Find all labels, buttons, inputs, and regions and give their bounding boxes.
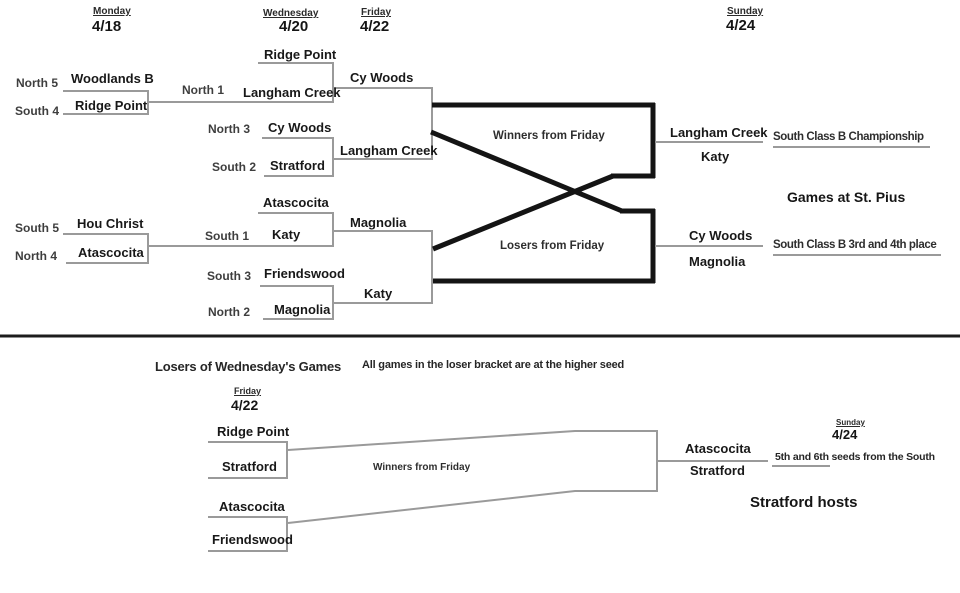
team-cy-woods-wednesday: Cy Woods (268, 120, 332, 135)
team-stratford-loser: Stratford (222, 459, 277, 474)
header-wednesday-date: 4/20 (279, 18, 309, 35)
note-stratford-hosts: Stratford hosts (750, 494, 858, 511)
label-losers-from-friday: Losers from Friday (500, 240, 605, 252)
team-katy-wednesday: Katy (272, 227, 301, 242)
seed-north-2: North 2 (208, 305, 250, 319)
seed-north-1: North 1 (182, 83, 224, 97)
team-atascocita-loser: Atascocita (219, 499, 285, 514)
monday-game-2-bracket (63, 233, 333, 264)
team-langham-creek-wednesday: Langham Creek (243, 85, 341, 100)
team-katy-sunday: Katy (701, 149, 730, 164)
team-atascocita-wednesday: Atascocita (263, 195, 329, 210)
team-ridge-point-wednesday: Ridge Point (264, 47, 337, 62)
label-winners-from-friday: Winners from Friday (493, 130, 605, 142)
header-monday-day: Monday (93, 6, 131, 17)
team-langham-creek-friday: Langham Creek (340, 143, 438, 158)
header-friday-date: 4/22 (360, 18, 390, 35)
title-third-fourth-place: South Class B 3rd and 4th place (773, 239, 937, 251)
header-sunday-date: 4/24 (726, 17, 756, 34)
team-langham-creek-sunday: Langham Creek (670, 125, 768, 140)
header-friday-day: Friday (361, 7, 392, 18)
team-ridge-point-monday: Ridge Point (75, 98, 148, 113)
wednesday-game-1-bracket (258, 62, 432, 103)
title-championship: South Class B Championship (773, 131, 924, 143)
loser-final-bracket (656, 430, 830, 492)
loser-friday-date: 4/22 (231, 397, 259, 413)
team-magnolia-sunday: Magnolia (689, 254, 746, 269)
team-katy-friday: Katy (364, 286, 393, 301)
team-magnolia-wednesday: Magnolia (274, 302, 331, 317)
seed-south-3: South 3 (207, 269, 251, 283)
team-stratford-sunday: Stratford (690, 463, 745, 478)
team-ridge-point-loser: Ridge Point (217, 424, 290, 439)
sunday-output-lines (655, 141, 941, 256)
seed-south-5: South 5 (15, 221, 59, 235)
label-loser-winners-from-friday: Winners from Friday (373, 462, 471, 473)
loser-friday-day: Friday (234, 386, 262, 396)
monday-game-1-bracket (63, 90, 333, 115)
title-fifth-sixth-seeds: 5th and 6th seeds from the South (775, 451, 935, 463)
losers-final-lines (430, 129, 656, 284)
team-atascocita-monday: Atascocita (78, 245, 144, 260)
winners-final-lines (432, 102, 656, 252)
team-atascocita-sunday: Atascocita (685, 441, 751, 456)
team-friendswood-wednesday: Friendswood (264, 266, 345, 281)
header-monday-date: 4/18 (92, 18, 122, 35)
wednesday-game-3-bracket (258, 212, 432, 247)
seed-south-1: South 1 (205, 229, 249, 243)
team-stratford-wednesday: Stratford (270, 158, 325, 173)
team-cy-woods-sunday: Cy Woods (689, 228, 753, 243)
loser-sunday-day: Sunday (836, 418, 865, 427)
header-sunday-day: Sunday (727, 6, 764, 17)
team-woodlands-b: Woodlands B (71, 71, 154, 86)
loser-friday-game-1-bracket (208, 430, 657, 479)
team-friendswood-loser: Friendswood (212, 532, 293, 547)
loser-bracket-rule-note: All games in the loser bracket are at th… (362, 359, 625, 371)
team-cy-woods-friday: Cy Woods (350, 70, 414, 85)
team-magnolia-friday: Magnolia (350, 215, 407, 230)
seed-north-5: North 5 (16, 76, 58, 90)
loser-friday-game-2-bracket (208, 490, 657, 552)
header-wednesday-day: Wednesday (263, 8, 319, 19)
seed-north-4: North 4 (15, 249, 57, 263)
seed-south-4: South 4 (15, 104, 59, 118)
loser-bracket-title: Losers of Wednesday's Games (155, 359, 342, 374)
seed-north-3: North 3 (208, 122, 250, 136)
note-games-at-st-pius: Games at St. Pius (787, 189, 906, 205)
seed-south-2: South 2 (212, 160, 256, 174)
loser-sunday-date: 4/24 (832, 427, 858, 442)
wednesday-game-2-bracket (262, 137, 432, 177)
wednesday-game-4-bracket (260, 285, 432, 320)
team-hou-christ: Hou Christ (77, 216, 144, 231)
